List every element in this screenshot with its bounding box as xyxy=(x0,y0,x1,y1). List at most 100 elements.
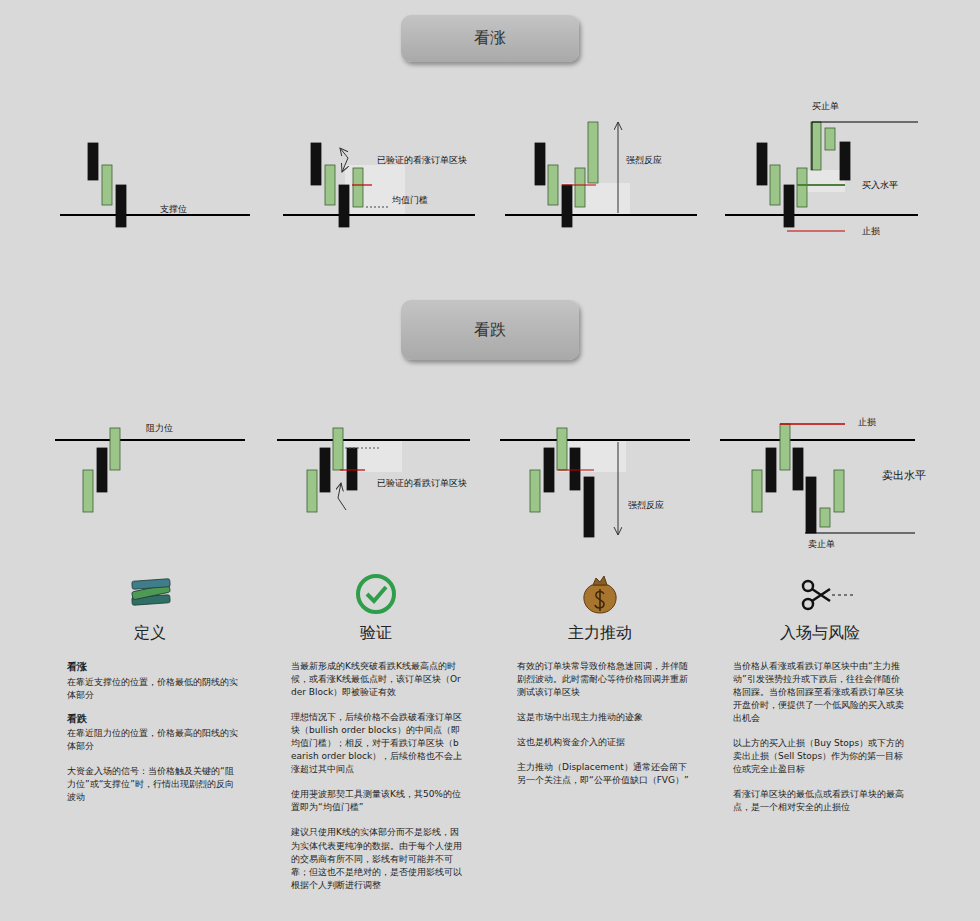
candle xyxy=(530,470,540,512)
marker-line xyxy=(340,469,365,470)
body-text: 有效的订单块常导致价格急速回调，并伴随剧烈波动。此时需耐心等待价格回调并重新测试… xyxy=(517,660,689,699)
marker-line xyxy=(780,423,845,425)
body-text: 当最新形成的K线突破看跌K线最高点的时候，或看涨K线最低点时，该订单区块（Ord… xyxy=(291,660,463,699)
column-heading: 定义 xyxy=(134,623,166,644)
move-arrow xyxy=(618,122,619,213)
candle xyxy=(544,448,554,492)
level-line xyxy=(55,439,245,441)
chart-label: 止损 xyxy=(858,417,876,428)
candle xyxy=(784,185,794,227)
candle xyxy=(811,122,821,170)
candle xyxy=(97,448,107,492)
marker-line xyxy=(352,184,372,185)
candle xyxy=(820,508,830,527)
scissors-icon xyxy=(812,589,830,601)
candle xyxy=(757,143,767,185)
body-text: 以上方的买入止损（Buy Stops）或下方的卖出止损（Sell Stops）作… xyxy=(733,737,905,776)
candle xyxy=(825,128,835,150)
candle xyxy=(353,168,363,207)
level-line xyxy=(60,214,250,216)
candle xyxy=(116,185,126,227)
sub-heading: 看跌 xyxy=(67,712,239,727)
candle xyxy=(588,122,598,183)
chart-label: 止损 xyxy=(862,226,880,237)
level-line xyxy=(277,439,470,441)
candle xyxy=(834,470,844,512)
candle xyxy=(780,424,790,470)
move-arrow xyxy=(338,483,346,510)
move-arrow xyxy=(618,442,619,535)
candle xyxy=(766,448,776,492)
candle xyxy=(770,165,780,205)
marker-line xyxy=(812,121,918,122)
candle xyxy=(333,428,343,470)
level-line xyxy=(505,214,697,216)
body-text: 主力推动（Displacement）通常还会留下另一个关注点，即“公平价值缺口（… xyxy=(517,761,689,787)
scissors-icon xyxy=(803,599,813,609)
money-bag-icon xyxy=(593,576,607,585)
candle xyxy=(793,448,803,490)
candle xyxy=(575,168,585,207)
candle xyxy=(557,428,567,470)
level-line xyxy=(283,214,475,216)
candle xyxy=(325,165,335,205)
column-heading: 验证 xyxy=(360,623,392,644)
chart-label: 均值门槛 xyxy=(392,195,428,206)
move-arrow xyxy=(340,148,348,172)
money-bag-icon xyxy=(584,585,616,613)
section-title: 看跌 xyxy=(474,320,506,341)
body-text: 理想情况下，后续价格不会跌破看涨订单区块（bullish order block… xyxy=(291,711,463,776)
marker-line xyxy=(797,184,845,186)
cut-line xyxy=(832,595,854,596)
marker-line xyxy=(558,469,594,470)
candle xyxy=(840,142,850,180)
marker-line xyxy=(805,532,915,533)
candle xyxy=(307,470,317,512)
candle xyxy=(320,448,330,492)
candle xyxy=(570,448,580,490)
level-line xyxy=(500,439,690,441)
text-column: 看涨在靠近支撑位的位置，价格最低的阴线的实体部分看跌在靠近阻力位的位置，价格最高… xyxy=(67,660,239,804)
column-heading: 入场与风险 xyxy=(780,623,860,644)
check-icon xyxy=(367,587,386,601)
marker-line xyxy=(345,448,380,449)
level-line xyxy=(725,214,918,216)
body-text: 这是市场中出现主力推动的迹象 xyxy=(517,711,689,724)
level-line xyxy=(720,439,915,441)
chart-label: 阻力位 xyxy=(146,423,173,434)
marker-line xyxy=(787,230,845,231)
scissors-icon xyxy=(803,581,813,591)
candle xyxy=(347,448,357,490)
check-icon xyxy=(358,576,394,612)
chart-label: 买入水平 xyxy=(862,180,898,191)
candle xyxy=(797,168,807,207)
body-text: 大资金入场的信号：当价格触及关键的“阻力位”或“支撑位”时，行情出现剧烈的反向波… xyxy=(67,765,239,804)
chart-label: 买止单 xyxy=(812,101,839,112)
order-block-zone xyxy=(345,165,405,215)
candle xyxy=(806,477,816,533)
candle xyxy=(584,477,594,537)
candle xyxy=(752,470,762,512)
section-button: 看跌 xyxy=(401,300,579,360)
candle xyxy=(102,165,112,205)
section-button: 看涨 xyxy=(401,15,579,62)
chart-label: 已验证的看跌订单区块 xyxy=(377,478,467,489)
order-block-zone xyxy=(558,440,626,472)
candle xyxy=(535,143,545,185)
book-icon xyxy=(132,579,170,590)
body-text: 在靠近阻力位的位置，价格最高的阳线的实体部分 xyxy=(67,727,239,753)
body-text: 看涨订单区块的最低点或看跌订单块的最高点，是一个相对安全的止损位 xyxy=(733,788,905,814)
money-bag-icon xyxy=(595,589,604,611)
candle xyxy=(88,143,98,180)
chart-label: 卖止单 xyxy=(808,539,835,550)
candle xyxy=(339,185,349,227)
candle xyxy=(311,143,321,185)
body-text: 建议只使用K线的实体部分而不是影线，因为实体代表更纯净的数据。由于每个人使用的交… xyxy=(291,826,463,891)
body-text: 当价格从看涨或看跌订单区块中由“主力推动”引发强势拉升或下跌后，往往会伴随价格回… xyxy=(733,660,905,725)
marker-line xyxy=(366,207,388,208)
body-text: 在靠近支撑位的位置，价格最低的阴线的实体部分 xyxy=(67,676,239,702)
text-column: 当最新形成的K线突破看跌K线最高点的时候，或看涨K线最低点时，该订单区块（Ord… xyxy=(291,660,463,892)
text-column: 有效的订单块常导致价格急速回调，并伴随剧烈波动。此时需耐心等待价格回调并重新测试… xyxy=(517,660,689,787)
candle xyxy=(110,428,120,470)
chart-label: 卖出水平 xyxy=(882,469,926,482)
